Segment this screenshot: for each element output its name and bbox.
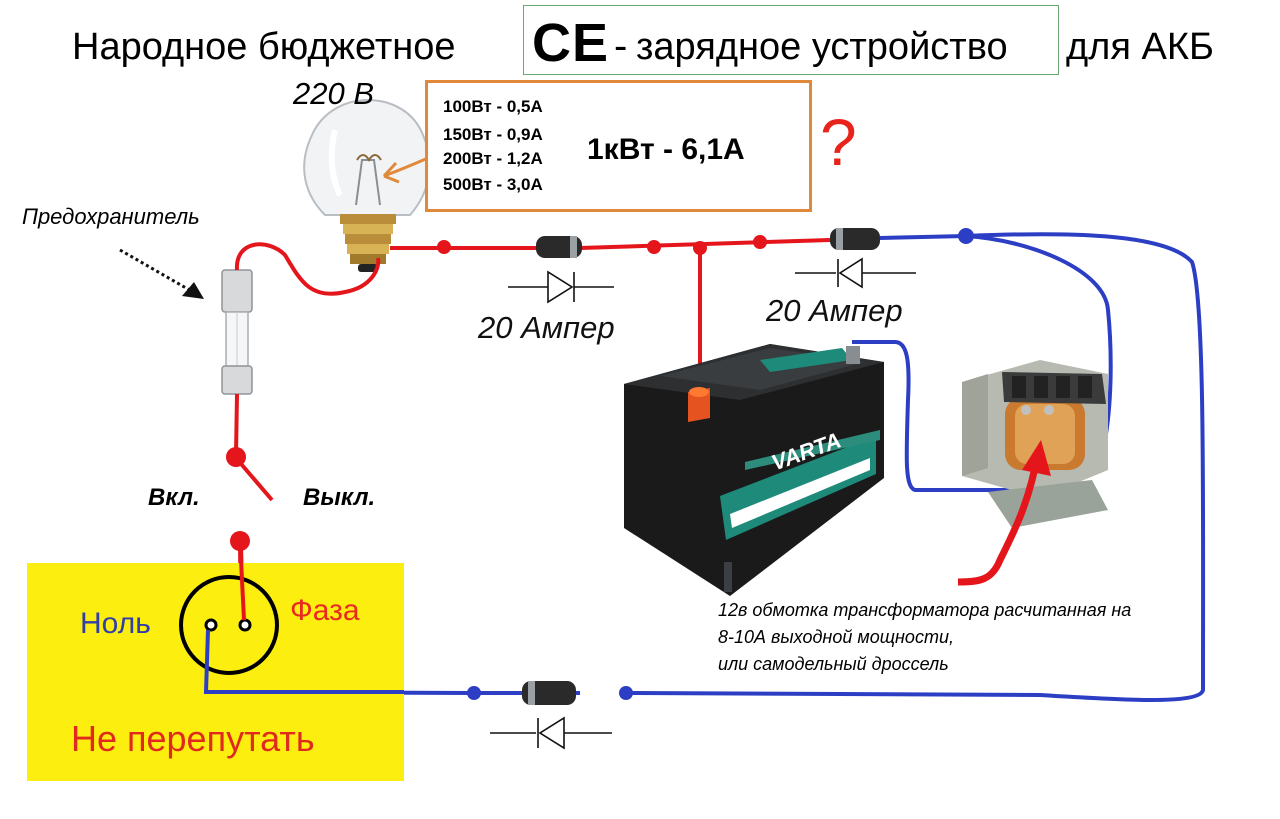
outlet-socket-icon bbox=[179, 575, 279, 675]
diode-symbol-bottom bbox=[490, 716, 612, 750]
phase-label: Фаза bbox=[290, 594, 360, 627]
warning-label: Не перепутать bbox=[71, 718, 315, 759]
transformer-note-line: 8-10А выходной мощности, bbox=[718, 627, 954, 647]
neutral-connector-dots bbox=[467, 228, 974, 700]
outlet-phase-wire bbox=[239, 559, 246, 621]
power-row: 150Вт - 0,9А bbox=[443, 125, 543, 144]
question-mark: ? bbox=[820, 105, 857, 179]
filament-arrow-icon bbox=[382, 156, 429, 184]
car-battery-icon bbox=[624, 344, 884, 596]
fuse-icon bbox=[221, 269, 253, 395]
power-row: 500Вт - 3,0А bbox=[443, 175, 543, 194]
fuse-pointer-arrow-icon bbox=[119, 248, 204, 299]
title-highlight-box bbox=[523, 5, 1059, 75]
power-highlight: 1кВт - 6,1А bbox=[587, 133, 745, 166]
ce-mark: CE bbox=[532, 13, 610, 73]
power-row: 100Вт - 0,5А bbox=[443, 97, 543, 116]
power-row: 200Вт - 1,2А bbox=[443, 149, 543, 168]
diode-symbol-right bbox=[795, 257, 916, 289]
diode-bottom bbox=[522, 681, 576, 705]
outlet-neutral-wire bbox=[203, 629, 404, 694]
transformer-note-line: 12в обмотка трансформатора расчитанная н… bbox=[718, 600, 1132, 620]
neutral-label: Ноль bbox=[80, 607, 151, 640]
title-left: Народное бюджетное bbox=[72, 26, 456, 68]
title-dash: - bbox=[614, 24, 628, 68]
lamp-power-table bbox=[425, 80, 812, 212]
diode-left-rating: 20 Ампер bbox=[478, 310, 615, 345]
switch-on-label: Вкл. bbox=[148, 484, 200, 511]
switch-off-label: Выкл. bbox=[303, 484, 376, 511]
diode-symbol-left bbox=[508, 270, 614, 304]
transformer-note-line: или самодельный дроссель bbox=[718, 654, 949, 674]
transformer-pointer-arrow-icon bbox=[957, 440, 1051, 586]
title-right: для АКБ bbox=[1066, 26, 1214, 68]
lamp-voltage-label: 220 В bbox=[293, 76, 375, 111]
diode-upper-right bbox=[830, 228, 880, 250]
title-middle: зарядное устройство bbox=[636, 26, 1008, 68]
fuse-label: Предохранитель bbox=[22, 204, 200, 229]
diode-upper-left bbox=[536, 236, 582, 258]
diode-right-rating: 20 Ампер bbox=[766, 293, 903, 328]
